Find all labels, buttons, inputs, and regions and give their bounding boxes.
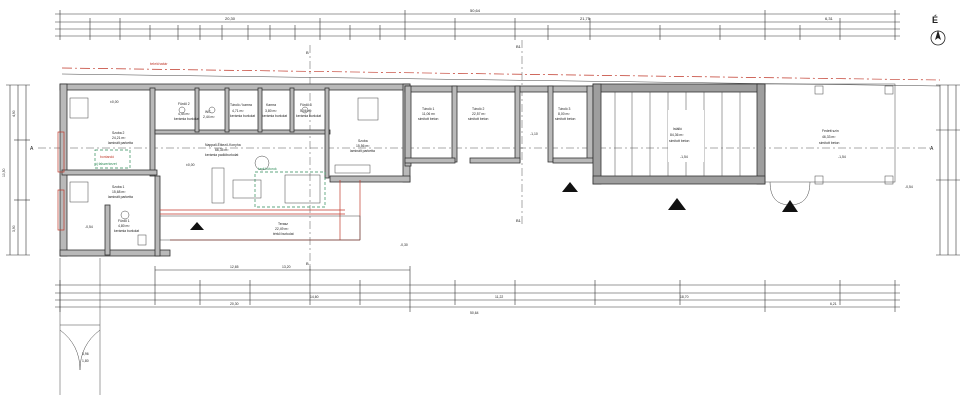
north-arrow: É	[930, 15, 946, 46]
room-istallo-area: 84,36 m²	[670, 133, 684, 137]
room-szin-area: 46,33 m²	[822, 135, 836, 139]
right-dimension-lines	[936, 84, 960, 256]
room-tarolo3-name: Tároló 3	[558, 107, 571, 111]
section-lines: A A B B B1 B1	[30, 40, 934, 270]
dim-bot-a: 20,30	[230, 302, 239, 306]
bottom-dimension-lines: 12,65 13,20 20,30 14,60 11,22 18,70 6,21…	[55, 265, 900, 315]
room-tarolo1-area: 11,06 m²	[422, 112, 436, 116]
room-tarolo2-floor: simított beton	[468, 117, 488, 121]
room-szoba1-name: Szoba 1	[112, 185, 125, 189]
dim-bot-d: 18,70	[680, 295, 689, 299]
room-furdo3-area: 5,06 m²	[300, 109, 312, 113]
dim-mid-1: 12,65	[230, 265, 239, 269]
compass-label: É	[932, 15, 938, 25]
dim-top-far: 6,31	[825, 16, 834, 21]
room-nappali-name: Nappali-Étkező-Konyha	[205, 142, 241, 147]
room-furdo2-area: 4,44 m²	[178, 112, 190, 116]
property-line-label: telekhatár	[150, 61, 168, 66]
room-kamra-area: 3,80 m²	[265, 109, 277, 113]
room-terasz-floor: térkő burkolat	[273, 232, 294, 236]
room-szoba3-name: Szoba	[358, 139, 368, 143]
section-b1-bottom: B1	[516, 218, 522, 223]
dim-door-1: 3,96	[82, 352, 89, 356]
top-dimension-lines: 50,64 20,30 21,75 6,31	[55, 8, 900, 40]
dim-top-left: 20,30	[225, 16, 236, 21]
room-szoba2-name: Szoba 2	[112, 131, 125, 135]
room-tarolo1-floor: simított beton	[418, 117, 438, 121]
room-tarolo2-area: 22,57 m²	[472, 112, 486, 116]
room-istallo-floor: simított beton	[669, 139, 689, 143]
room-furdo1-name: Fürdő 1	[118, 219, 130, 223]
level-l3: -1,10	[530, 132, 538, 136]
room-furdo2-name: Fürdő 2	[178, 102, 190, 106]
level-l5: -1,54	[838, 155, 846, 159]
section-a-left: A	[30, 146, 34, 152]
room-szoba2-floor: laminált parketta	[108, 141, 133, 145]
room-szin-name: Fedett szín	[822, 129, 839, 133]
room-labels-house: Szoba 2 24,21 m² laminált parketta Szoba…	[85, 100, 408, 247]
room-furdo1-area: 4,80 m²	[118, 224, 130, 228]
room-szin-floor: simított beton	[819, 141, 839, 145]
room-furdo3-floor: kerámia burkolat	[296, 114, 321, 118]
room-tarolo3-area: 8,00 m²	[558, 112, 570, 116]
level-l7: ±0,00	[186, 163, 195, 167]
storage-block: Tároló 1 11,06 m² simított beton Tároló …	[404, 85, 596, 192]
room-szoba3-area: 15,56 m²	[356, 144, 370, 148]
stable-block: Istálló 84,36 m² simított beton -1,54	[592, 83, 766, 210]
room-szoba1-area: 15,68 m²	[112, 190, 126, 194]
section-b-bottom: B	[306, 261, 309, 266]
room-szoba3-floor: laminált parketta	[350, 149, 375, 153]
section-a-right: A	[930, 146, 934, 152]
level-l2: -0,54	[85, 225, 93, 229]
room-wc-area: 2,44 m²	[203, 115, 215, 119]
section-b1-top: B1	[516, 44, 522, 49]
shed-block: Fedett szín 46,33 m² simított beton -1,5…	[764, 83, 913, 212]
dim-bot-c: 11,22	[495, 295, 503, 299]
dim-left-v1: 4,90	[12, 110, 16, 117]
dim-left-v3: 3,90	[12, 225, 16, 232]
room-szoba2-area: 24,21 m²	[112, 136, 126, 140]
room-istallo-name: Istálló	[673, 127, 682, 131]
room-terasz-name: Terasz	[278, 222, 288, 226]
room-furdo2-floor: kerámia burkolat	[174, 117, 199, 121]
dim-door-2: 1,80	[82, 359, 89, 363]
dim-top-total: 50,64	[470, 8, 481, 13]
room-kamra-name: Kamra	[266, 103, 276, 107]
dim-bot-e: 6,21	[830, 302, 837, 306]
dim-left-v2: 10,50	[2, 168, 6, 177]
left-dimension-lines: 10,50 4,90 3,90	[2, 84, 30, 256]
property-line: telekhatár	[61, 61, 941, 87]
room-tarolo2-name: Tároló 2	[472, 107, 485, 111]
room-tarolo-name: Tároló / kamra	[230, 103, 252, 107]
room-tarolo-floor: kerámia burkolat	[230, 114, 255, 118]
room-tarolo1-name: Tároló 1	[422, 107, 435, 111]
dim-bot-total: 50,64	[470, 311, 479, 315]
note-green-2: kerti bútorok	[258, 167, 277, 171]
dim-bot-b: 14,60	[310, 295, 319, 299]
note-red: bontandó	[100, 155, 114, 159]
level-l1: ±0,00	[110, 100, 119, 104]
room-furdo1-floor: kerámia burkolat	[114, 229, 139, 233]
main-house: 3,96 1,80	[57, 83, 411, 395]
note-green: új falszerkezet	[95, 162, 117, 166]
dim-mid-2: 13,20	[282, 265, 291, 269]
room-nappali-area: 66,35 m²	[215, 148, 229, 152]
level-l6: -0,54	[905, 185, 913, 189]
room-wc-name: WC	[205, 110, 211, 114]
level-l4: -1,54	[680, 155, 688, 159]
room-tarolo-area: 4,71 m²	[232, 109, 244, 113]
room-nappali-floor: kerámia padlóburkolat	[205, 153, 238, 157]
room-tarolo3-floor: simított beton	[555, 117, 575, 121]
room-szoba1-floor: laminált parketta	[108, 195, 133, 199]
dim-top-right: 21,75	[580, 16, 591, 21]
room-furdo3-name: Fürdő 3	[300, 103, 312, 107]
level-l8: -0,30	[400, 243, 408, 247]
section-b-top: B	[306, 50, 309, 55]
room-terasz-area: 22,49 m²	[275, 227, 289, 231]
room-kamra-floor: kerámia burkolat	[262, 114, 287, 118]
